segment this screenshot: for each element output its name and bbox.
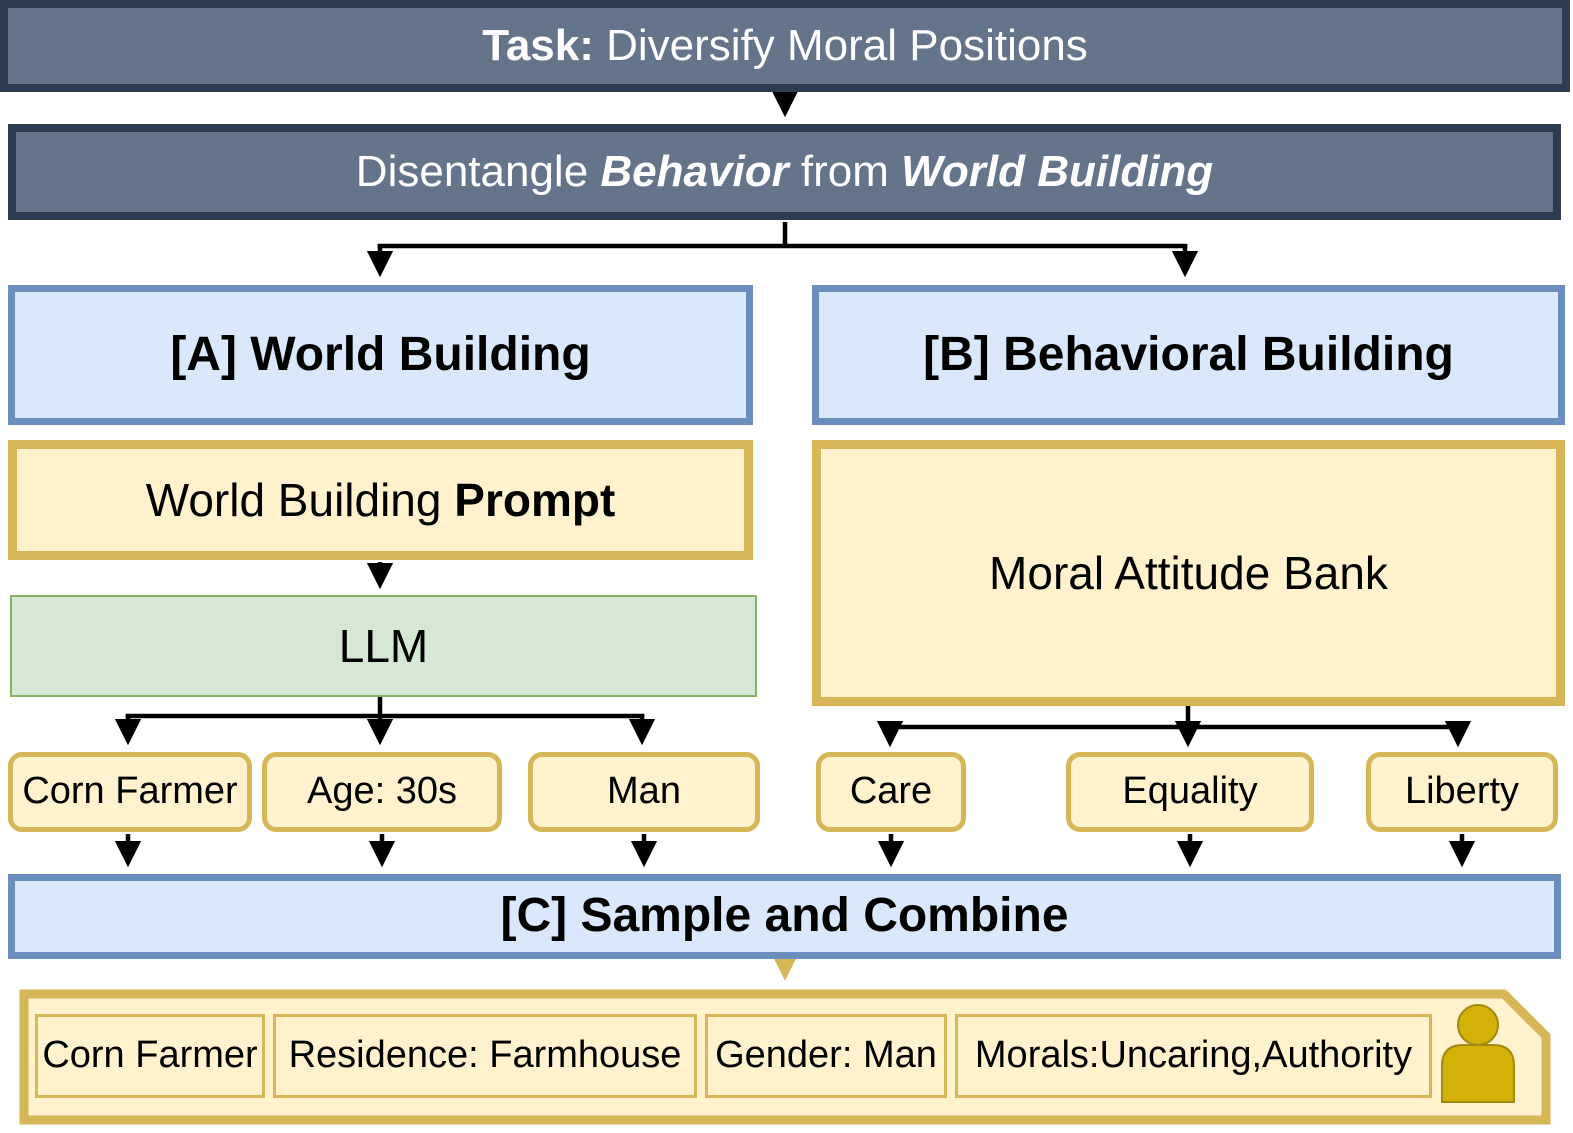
output-corn-farmer: Corn Farmer bbox=[8, 752, 252, 832]
strategy-banner-text: Disentangle Behavior from World Building bbox=[355, 146, 1214, 196]
combine-banner-title: [C] Sample and Combine bbox=[500, 889, 1069, 943]
behavioral-building-title: [B] Behavioral Building bbox=[923, 327, 1454, 381]
prompt-bold: Prompt bbox=[454, 473, 616, 526]
output-man: Man bbox=[528, 752, 760, 832]
world-building-prompt-box: World Building Prompt bbox=[8, 440, 753, 560]
output-age: Age: 30s bbox=[262, 752, 502, 832]
output-man-label: Man bbox=[607, 770, 681, 813]
output-age-label: Age: 30s bbox=[307, 770, 457, 813]
output-liberty: Liberty bbox=[1366, 752, 1558, 832]
world-building-title: [A] World Building bbox=[170, 327, 591, 381]
strategy-lead: Disentangle bbox=[355, 146, 601, 196]
persona-field-occupation-label: Corn Farmer bbox=[42, 1034, 258, 1077]
combine-banner: [C] Sample and Combine bbox=[8, 874, 1561, 959]
persona-field-residence-label: Residence: Farmhouse bbox=[288, 1034, 682, 1077]
world-building-header: [A] World Building bbox=[8, 285, 753, 425]
persona-field-gender-label: Gender: Man bbox=[715, 1034, 937, 1077]
moral-attitude-bank-box: Moral Attitude Bank bbox=[812, 440, 1565, 706]
persona-field-morals: Morals:Uncaring,Authority bbox=[955, 1014, 1432, 1098]
strategy-emphasis-behavior: Behavior bbox=[600, 146, 789, 196]
output-care-label: Care bbox=[849, 770, 933, 813]
output-care: Care bbox=[816, 752, 966, 832]
output-equality: Equality bbox=[1066, 752, 1314, 832]
persona-field-occupation: Corn Farmer bbox=[35, 1014, 265, 1098]
strategy-emphasis-world-building: World Building bbox=[901, 146, 1214, 196]
strategy-banner: Disentangle Behavior from World Building bbox=[8, 124, 1561, 220]
llm-label: LLM bbox=[338, 619, 429, 672]
persona-field-residence: Residence: Farmhouse bbox=[273, 1014, 697, 1098]
task-banner-text: Task: Diversify Moral Positions bbox=[482, 20, 1088, 70]
task-banner-title: Diversify Moral Positions bbox=[593, 20, 1088, 70]
task-banner: Task: Diversify Moral Positions bbox=[0, 0, 1570, 92]
output-liberty-label: Liberty bbox=[1404, 770, 1520, 813]
behavioral-building-header: [B] Behavioral Building bbox=[812, 285, 1565, 425]
strategy-middle: from bbox=[788, 146, 902, 196]
prompt-lead: World Building bbox=[145, 473, 455, 526]
persona-field-morals-label: Morals:Uncaring,Authority bbox=[974, 1034, 1413, 1077]
moral-attitude-bank-label: Moral Attitude Bank bbox=[989, 546, 1388, 599]
persona-field-gender: Gender: Man bbox=[705, 1014, 947, 1098]
output-equality-label: Equality bbox=[1122, 770, 1258, 813]
world-building-prompt-text: World Building Prompt bbox=[145, 473, 616, 526]
output-corn-farmer-label: Corn Farmer bbox=[22, 770, 238, 813]
llm-box: LLM bbox=[10, 595, 757, 697]
person-icon bbox=[1441, 1004, 1515, 1103]
task-banner-prefix: Task: bbox=[482, 20, 594, 70]
